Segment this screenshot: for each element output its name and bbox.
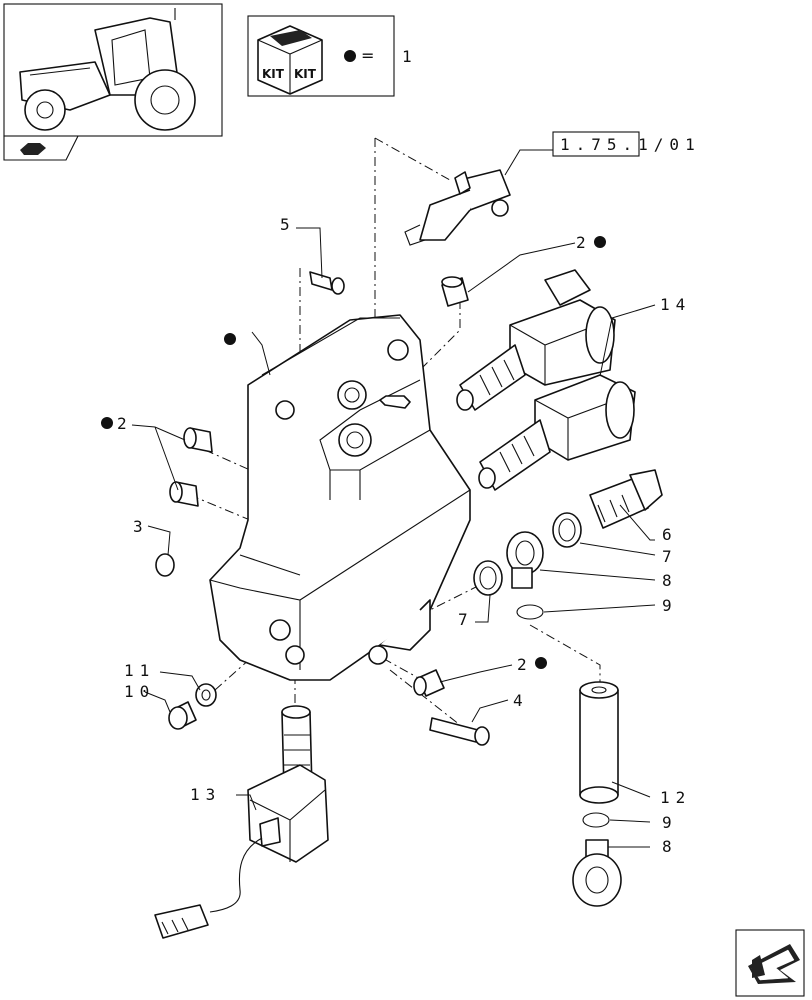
washer-upper	[552, 512, 582, 548]
kit-label-left: KIT	[262, 67, 285, 81]
cap	[155, 553, 175, 577]
washer-lower	[473, 560, 503, 596]
callout-3: 3	[133, 517, 149, 536]
callout-14: 14	[660, 295, 691, 314]
callout-10: 10	[124, 682, 155, 701]
tube	[579, 681, 619, 804]
callout-7-left: 7	[458, 610, 474, 629]
plug-left-upper	[183, 427, 213, 453]
plug-right	[413, 669, 445, 697]
kit-value: 1	[402, 47, 418, 66]
callout-2-left: 2	[117, 414, 133, 433]
callout-8-lower: 8	[662, 837, 678, 856]
callout-9-lower: 9	[662, 813, 678, 832]
solenoid-valve-lower	[478, 374, 636, 491]
valve-body	[209, 314, 471, 681]
kit-dot-icon	[594, 236, 606, 248]
callout-2-top: 2	[576, 233, 592, 252]
callout-2-bottom: 2	[517, 655, 533, 674]
solenoid-coil	[154, 705, 329, 939]
kit-equals: =	[361, 46, 374, 65]
plug-left-lower	[169, 481, 199, 507]
banjo-fitting	[506, 531, 544, 589]
kit-dot-icon	[344, 50, 356, 62]
callout-13: 13	[190, 785, 221, 804]
reference-label: 1.75.1/01	[552, 131, 701, 157]
nav-next-arrow-icon[interactable]	[735, 929, 805, 997]
leaders	[131, 227, 656, 848]
banjo-bolt	[589, 469, 663, 529]
callout-8-upper: 8	[662, 571, 678, 590]
screw-bottom	[429, 717, 490, 746]
kit-box-icon: KIT KIT	[257, 25, 323, 95]
o-ring-upper	[516, 604, 544, 620]
screw-top	[309, 271, 345, 295]
callout-6: 6	[662, 525, 678, 544]
nav-back-icon[interactable]	[3, 135, 79, 161]
banjo-fitting-lower	[572, 839, 622, 907]
kit-dot-icon	[101, 417, 113, 429]
seal-washer	[195, 683, 217, 707]
plug-top	[441, 276, 469, 307]
solenoid-valve-upper	[456, 269, 616, 411]
callout-5: 5	[280, 215, 296, 234]
callout-11: 11	[124, 661, 155, 680]
tractor-thumbnail	[3, 3, 223, 137]
pressure-switch	[404, 149, 553, 246]
callout-9-upper: 9	[662, 596, 678, 615]
kit-legend-box: KIT KIT = 1	[247, 15, 418, 97]
kit-dot-icon	[224, 333, 236, 345]
callout-4: 4	[513, 691, 529, 710]
kit-label-right: KIT	[294, 67, 317, 81]
reference-text: 1.75.1/01	[560, 135, 701, 154]
o-ring-lower	[582, 812, 610, 828]
callout-7-right: 7	[662, 547, 678, 566]
plug-bolt	[168, 701, 197, 730]
kit-dot-icon	[535, 657, 547, 669]
callout-12: 12	[660, 788, 691, 807]
